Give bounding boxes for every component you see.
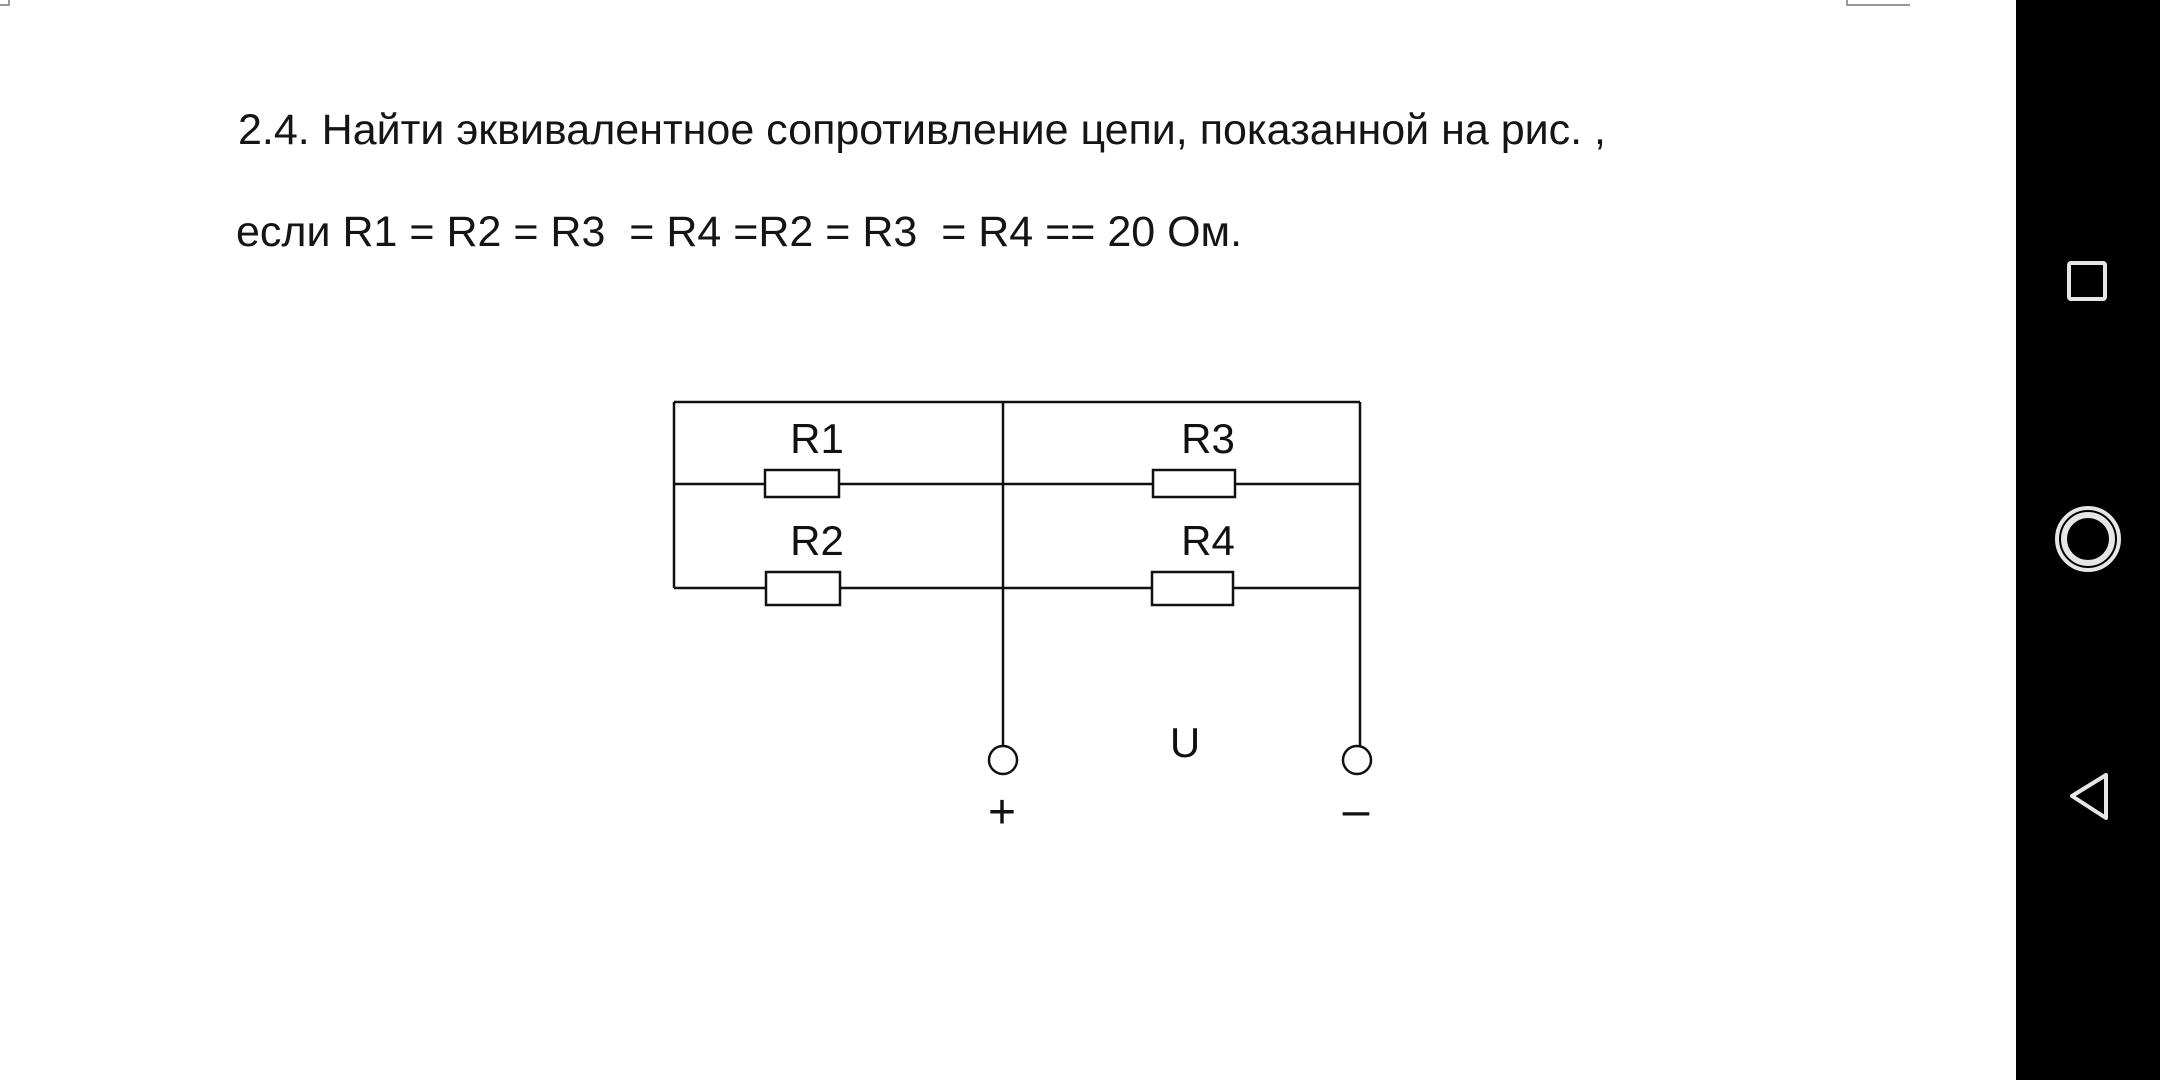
page-corner-mark (1846, 0, 1910, 6)
problem-statement-line-1: 2.4. Найти эквивалентное сопротивление ц… (238, 106, 1606, 154)
resistor-r2 (764, 570, 842, 607)
page-corner-mark (0, 0, 10, 6)
back-triangle-icon[interactable] (2070, 773, 2108, 820)
label-plus: + (988, 786, 1016, 839)
resistor-r4 (1150, 570, 1235, 607)
recents-square-icon[interactable] (2067, 261, 2107, 301)
circuit-diagram: R1 R3 R2 R4 U + – (672, 400, 1373, 839)
resistor-r3 (1151, 468, 1237, 499)
label-voltage: U (1170, 719, 1200, 766)
label-minus: – (1343, 784, 1370, 837)
problem-statement-line-2: если R1 = R2 = R3 = R4 =R2 = R3 = R4 == … (236, 208, 1243, 256)
terminal-plus (987, 744, 1019, 776)
label-r2: R2 (790, 517, 844, 564)
android-navigation-bar (2016, 0, 2160, 1080)
label-r4: R4 (1181, 517, 1235, 564)
label-r1: R1 (790, 415, 844, 462)
document-page: 2.4. Найти эквивалентное сопротивление ц… (0, 0, 1910, 839)
resistor-r1 (763, 468, 841, 499)
label-r3: R3 (1181, 415, 1235, 462)
terminal-minus (1341, 744, 1373, 776)
home-circle-icon[interactable] (2055, 506, 2121, 572)
